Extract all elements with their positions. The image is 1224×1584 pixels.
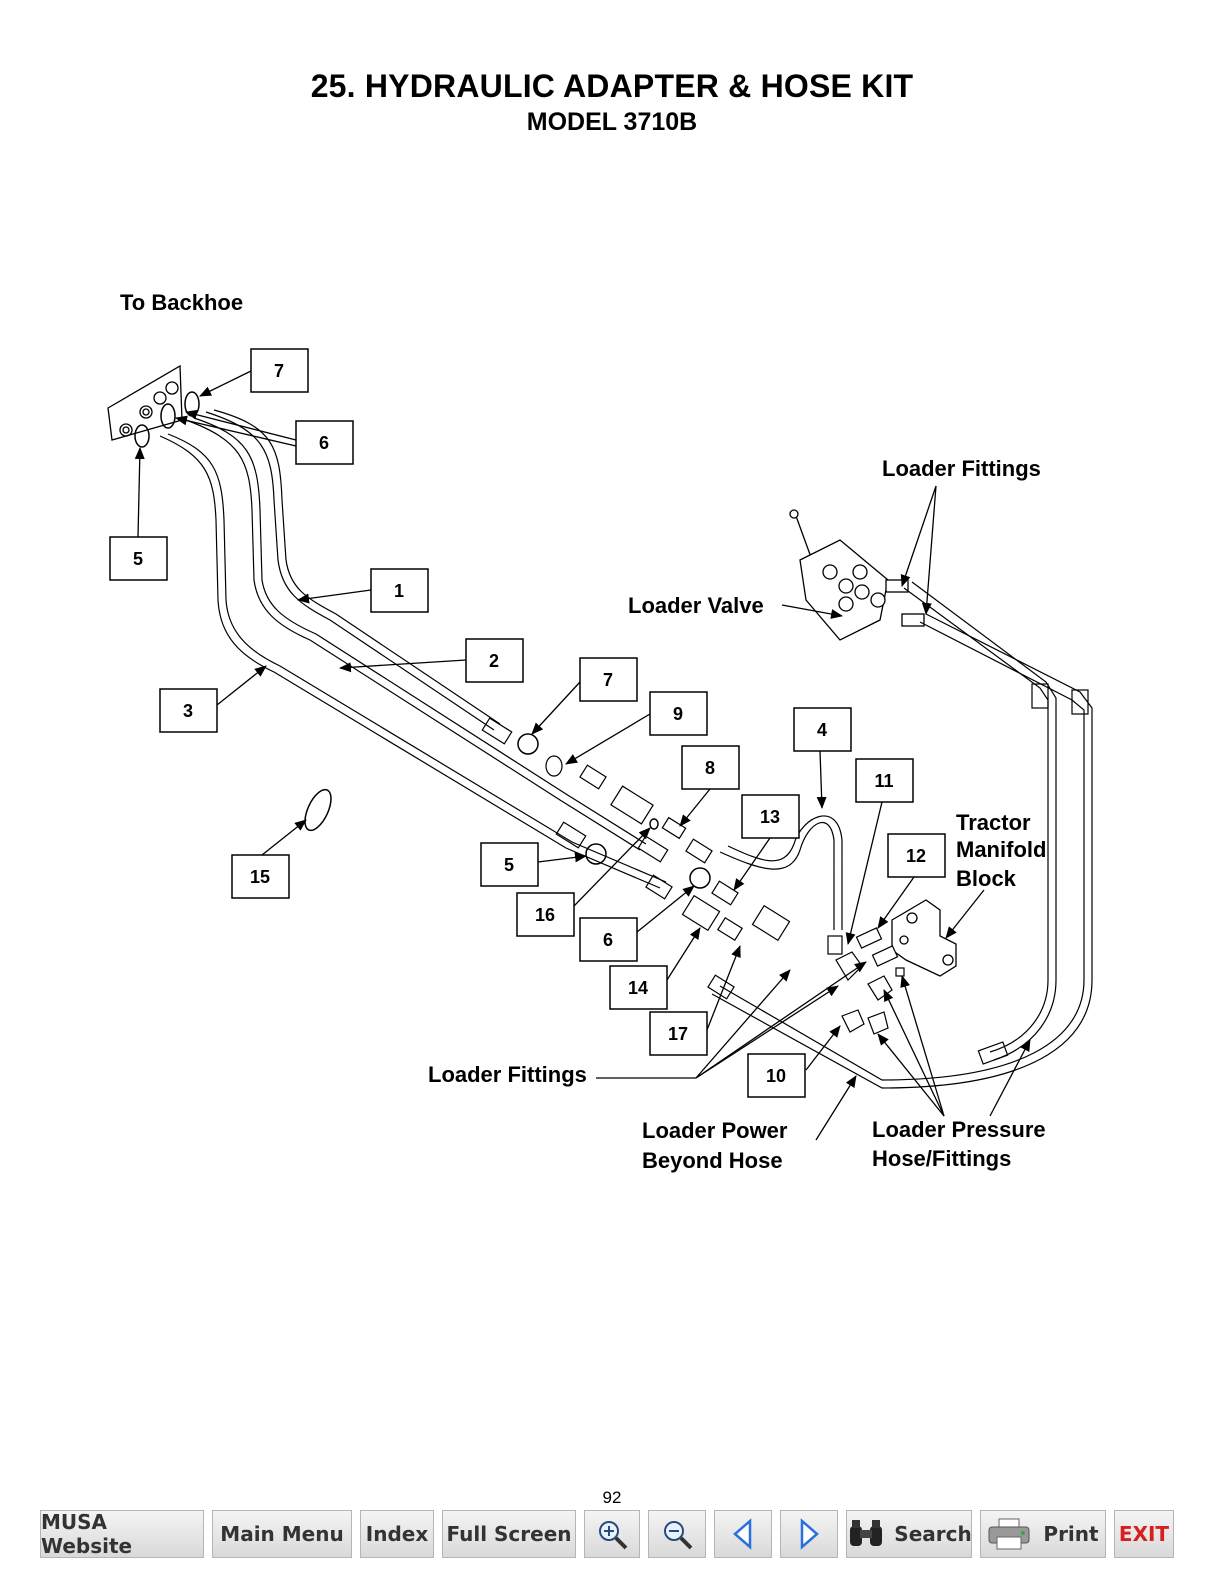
zoom-in-button[interactable] <box>584 1510 640 1558</box>
callout-2: 2 <box>489 651 499 671</box>
exit-button[interactable]: EXIT <box>1114 1510 1174 1558</box>
full-screen-button[interactable]: Full Screen <box>442 1510 576 1558</box>
leader-arrows <box>138 371 1030 1140</box>
zoom-out-icon <box>660 1517 694 1551</box>
main-menu-button[interactable]: Main Menu <box>212 1510 352 1558</box>
zoom-in-icon <box>595 1517 629 1551</box>
next-page-icon <box>796 1518 822 1550</box>
callout-7-top: 7 <box>274 361 284 381</box>
label-tractor-manifold-line3: Block <box>956 866 1017 891</box>
callout-10: 10 <box>766 1066 786 1086</box>
callout-7-mid: 7 <box>603 670 613 690</box>
callout-3: 3 <box>183 701 193 721</box>
navigation-toolbar: MUSA Website Main Menu Index Full Screen… <box>0 1510 1224 1560</box>
full-screen-label: Full Screen <box>446 1522 571 1546</box>
page-number: 92 <box>0 1488 1224 1508</box>
label-loader-fittings-bottom: Loader Fittings <box>428 1062 587 1087</box>
callout-6-mid: 6 <box>603 930 613 950</box>
index-button[interactable]: Index <box>360 1510 434 1558</box>
main-menu-label: Main Menu <box>220 1522 343 1546</box>
callout-12: 12 <box>906 846 926 866</box>
musa-website-label: MUSA Website <box>41 1510 203 1558</box>
label-tractor-manifold-line2: Manifold <box>956 837 1046 862</box>
label-loader-power-line2: Beyond Hose <box>642 1148 783 1173</box>
callout-17: 17 <box>668 1024 688 1044</box>
label-loader-power-line1: Loader Power <box>642 1118 788 1143</box>
callout-4: 4 <box>817 720 827 740</box>
callout-13: 13 <box>760 807 780 827</box>
previous-page-icon <box>730 1518 756 1550</box>
callout-6-top: 6 <box>319 433 329 453</box>
binoculars-icon <box>846 1518 886 1550</box>
exit-label: EXIT <box>1119 1522 1169 1546</box>
backhoe-coupler-plate <box>108 366 182 440</box>
next-page-button[interactable] <box>780 1510 838 1558</box>
search-button[interactable]: Search <box>846 1510 972 1558</box>
callout-16: 16 <box>535 905 555 925</box>
callout-8: 8 <box>705 758 715 778</box>
print-label: Print <box>1043 1522 1098 1546</box>
callout-9: 9 <box>673 704 683 724</box>
zoom-out-button[interactable] <box>648 1510 706 1558</box>
hydraulic-diagram: 7 6 5 1 2 3 7 9 4 8 11 13 12 15 5 16 6 1… <box>0 0 1224 1480</box>
callout-15: 15 <box>250 867 270 887</box>
o-rings <box>135 392 710 888</box>
callout-5-top: 5 <box>133 549 143 569</box>
label-loader-fittings-top: Loader Fittings <box>882 456 1041 481</box>
label-loader-pressure-line1: Loader Pressure <box>872 1117 1046 1142</box>
callout-11: 11 <box>874 771 893 791</box>
callout-14: 14 <box>628 978 648 998</box>
callout-1: 1 <box>394 581 404 601</box>
print-button[interactable]: Print <box>980 1510 1106 1558</box>
callout-5-mid: 5 <box>504 855 514 875</box>
index-label: Index <box>366 1522 428 1546</box>
label-loader-pressure-line2: Hose/Fittings <box>872 1146 1011 1171</box>
label-loader-valve: Loader Valve <box>628 593 764 618</box>
label-to-backhoe: To Backhoe <box>120 290 243 315</box>
musa-website-button[interactable]: MUSA Website <box>40 1510 204 1558</box>
loader-valve <box>790 510 924 640</box>
printer-icon <box>987 1517 1031 1551</box>
label-tractor-manifold-line1: Tractor <box>956 810 1031 835</box>
previous-page-button[interactable] <box>714 1510 772 1558</box>
search-label: Search <box>894 1522 971 1546</box>
